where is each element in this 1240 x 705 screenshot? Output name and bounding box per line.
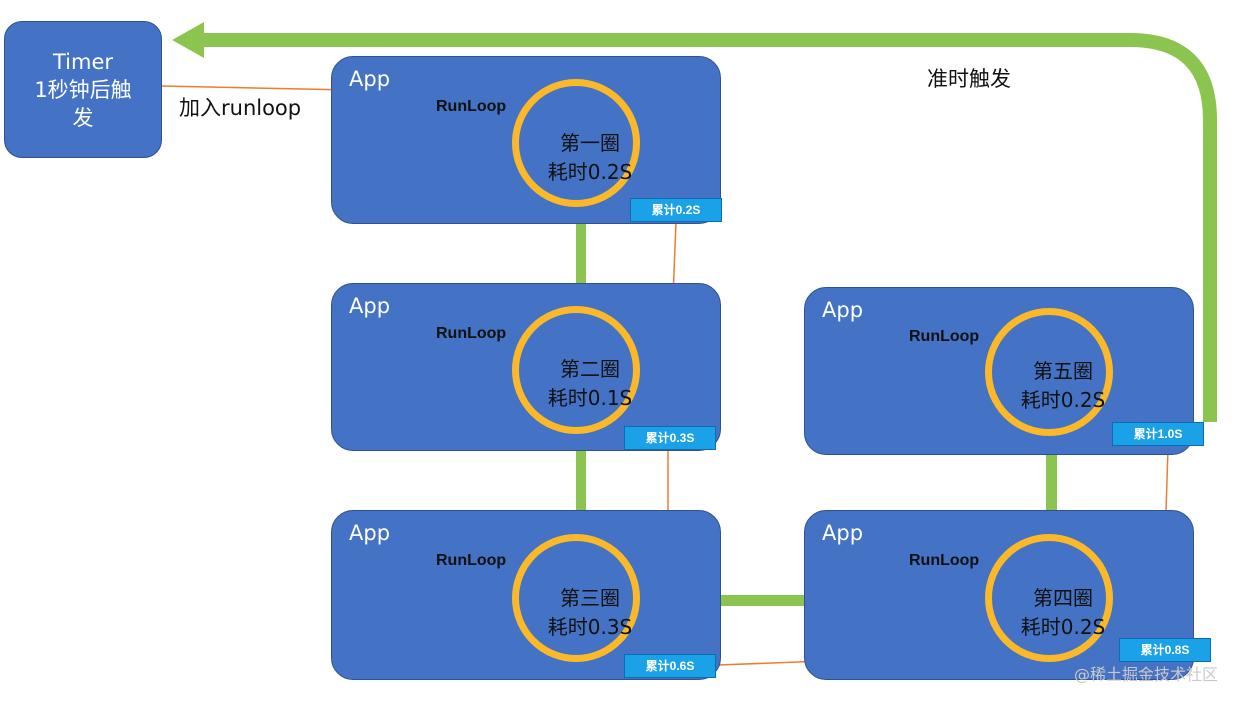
- lap-name: 第一圈: [560, 131, 620, 155]
- lap-text-1: 第一圈 耗时0.2S: [525, 129, 655, 187]
- cumulative-badge-4: 累计0.8S: [1119, 638, 1211, 662]
- watermark: @稀土掘金技术社区: [1073, 665, 1218, 684]
- lap-name: 第四圈: [1033, 586, 1093, 610]
- lap-text-3: 第三圈 耗时0.3S: [525, 584, 655, 642]
- lap-name: 第五圈: [1033, 359, 1093, 383]
- lap-circle-1: [512, 79, 640, 207]
- timer-title: Timer: [52, 49, 114, 74]
- trigger-feedback-arrowhead: [172, 22, 204, 58]
- cumulative-badge-1: 累计0.2S: [630, 198, 722, 222]
- app-label: App: [822, 521, 864, 545]
- timer-desc-line1: 1秒钟后触: [34, 77, 132, 102]
- app-label: App: [349, 521, 391, 545]
- flow-arrow-1-2-shaft: [576, 224, 586, 300]
- lap-name: 第二圈: [560, 357, 620, 381]
- flow-arrow-2-3-shaft: [576, 446, 586, 528]
- app-label: App: [349, 67, 391, 91]
- lap-name: 第三圈: [560, 586, 620, 610]
- lap-circle-5: [985, 308, 1113, 436]
- runloop-label: RunLoop: [909, 328, 980, 345]
- flow-arrow-4-5-shaft: [1046, 448, 1057, 530]
- trigger-feedback-arrow: [200, 33, 1217, 422]
- add-runloop-label: 加入runloop: [179, 96, 302, 120]
- lap-cost: 耗时0.2S: [1020, 388, 1106, 412]
- runloop-label: RunLoop: [909, 552, 980, 569]
- lap-text-4: 第四圈 耗时0.2S: [998, 584, 1128, 642]
- cumulative-badge-2: 累计0.3S: [624, 426, 716, 450]
- runloop-label: RunLoop: [436, 98, 507, 115]
- lap-cost: 耗时0.3S: [547, 615, 633, 639]
- app-label: App: [822, 298, 864, 322]
- timer-desc-line2: 发: [72, 105, 94, 130]
- app-label: App: [349, 294, 391, 318]
- cumulative-badge-5: 累计1.0S: [1112, 422, 1204, 446]
- lap-cost: 耗时0.2S: [1020, 615, 1106, 639]
- lap-cost: 耗时0.1S: [547, 386, 633, 410]
- lap-circle-4: [985, 534, 1113, 662]
- lap-circle-3: [512, 534, 640, 662]
- cumulative-badge-3: 累计0.6S: [624, 654, 716, 678]
- lap-circle-2: [512, 306, 640, 434]
- lap-cost: 耗时0.2S: [547, 160, 633, 184]
- lap-text-5: 第五圈 耗时0.2S: [998, 357, 1128, 415]
- on-time-trigger-label: 准时触发: [927, 67, 1011, 91]
- timer-box: Timer 1秒钟后触 发: [4, 21, 162, 158]
- runloop-label: RunLoop: [436, 325, 507, 342]
- lap-text-2: 第二圈 耗时0.1S: [525, 355, 655, 413]
- runloop-label: RunLoop: [436, 552, 507, 569]
